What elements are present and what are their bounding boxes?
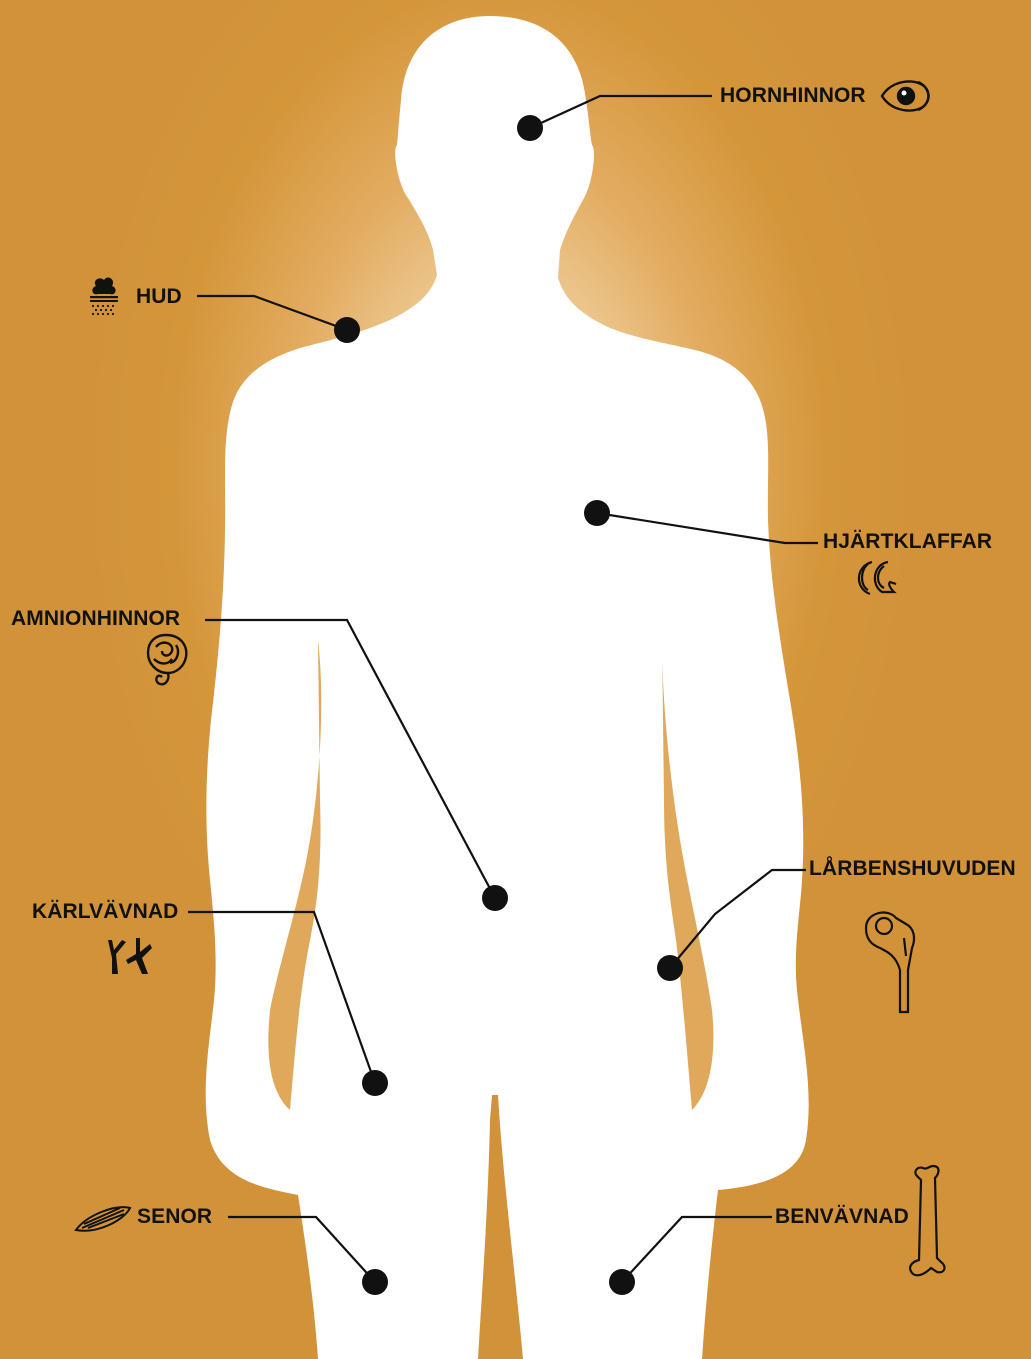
body-silhouette [206, 16, 809, 1359]
label-benvavnad: BENVÄVNAD [775, 1205, 909, 1229]
marker-dot-larbenshuvuden [657, 955, 683, 981]
skin-icon [90, 278, 118, 316]
marker-dot-senor [362, 1269, 388, 1295]
label-hud: HUD [136, 285, 182, 309]
marker-dot-benvavnad [609, 1269, 635, 1295]
tendon-icon [76, 1207, 130, 1230]
heart-valve-icon [859, 562, 896, 594]
blood-vessel-icon [108, 938, 152, 974]
label-senor: SENOR [137, 1205, 212, 1229]
marker-dot-hjartklaffar [584, 500, 610, 526]
marker-dot-amnionhinnor [482, 885, 508, 911]
marker-dot-hornhinnor [517, 115, 543, 141]
label-karlvavnad: KÄRLVÄVNAD [32, 900, 178, 924]
leader-line-hud [197, 296, 347, 330]
bone-icon [910, 1166, 944, 1275]
amniotic-membrane-icon [148, 635, 186, 684]
femoral-head-icon [866, 913, 914, 1012]
marker-dot-hud [334, 317, 360, 343]
label-amnionhinnor: AMNIONHINNOR [11, 607, 180, 631]
label-larbenshuvuden: LÅRBENSHUVUDEN [809, 857, 1016, 881]
label-hornhinnor: HORNHINNOR [720, 84, 866, 108]
eye-icon [882, 81, 929, 110]
marker-dot-karlvavnad [362, 1070, 388, 1096]
label-hjartklaffar: HJÄRTKLAFFAR [823, 530, 992, 554]
